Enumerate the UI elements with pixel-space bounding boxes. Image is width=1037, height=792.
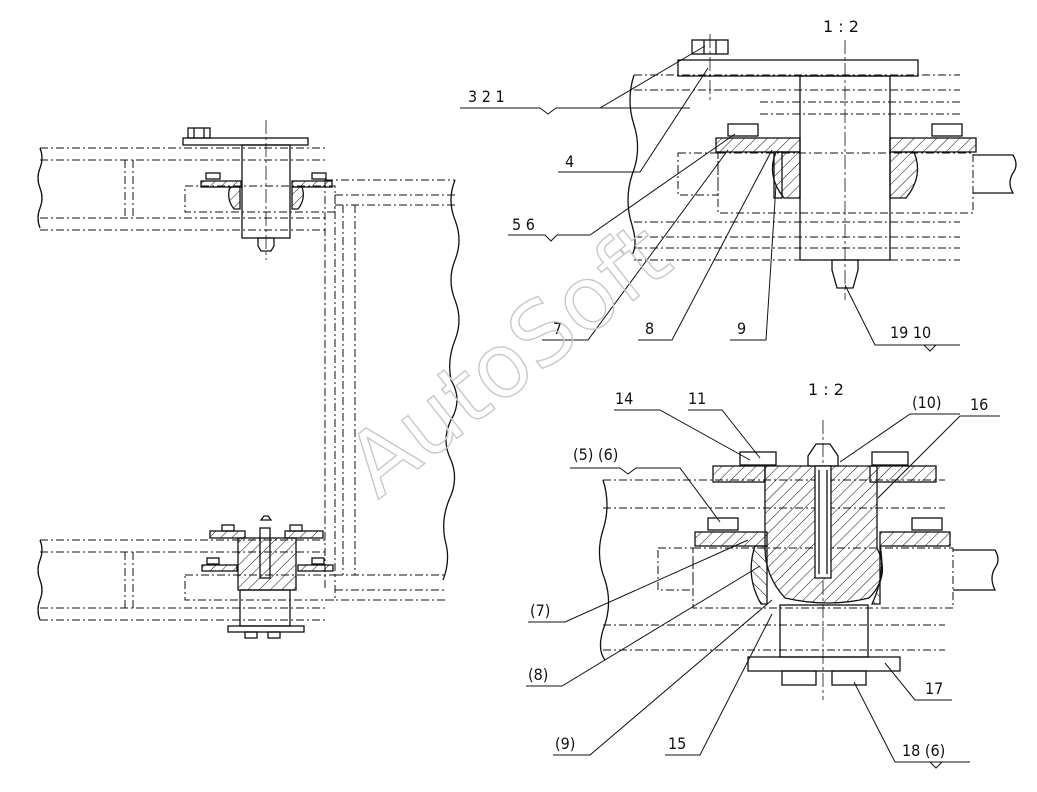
callout-8: 8: [645, 319, 654, 338]
callout-4: 4: [565, 152, 574, 171]
top-leaders: [460, 45, 960, 352]
side-flange-right: [879, 531, 951, 547]
callout-17: 17: [925, 679, 943, 698]
overview-frame: [324, 179, 460, 601]
bushing-section-right: [870, 545, 883, 605]
bushing-left: [771, 151, 801, 199]
flange-left: [715, 137, 801, 153]
overview-upper-pin: [182, 120, 333, 260]
callout-9: 9: [737, 319, 746, 338]
callout-10-ref: (10): [912, 393, 942, 412]
scale-label-top: 1 : 2: [823, 17, 859, 36]
callout-18-6-ref: 18 (6): [902, 741, 945, 760]
detail-view-top: 1 : 2: [460, 17, 1017, 352]
callout-7-ref: (7): [530, 601, 550, 620]
flange-right: [889, 137, 977, 153]
callout-5-6: 5 6: [512, 215, 535, 234]
callout-15: 15: [668, 734, 686, 753]
overview-upper-beam: [37, 147, 336, 231]
lower-sleeve: [779, 604, 869, 658]
callout-14: 14: [615, 389, 633, 408]
clamp-plate-right: [869, 465, 937, 483]
callout-3-2-1: 3 2 1: [468, 87, 505, 106]
scale-label-bottom: 1 : 2: [808, 380, 844, 399]
bushing-right: [889, 151, 919, 199]
callout-5-6-ref: (5) (6): [573, 445, 618, 464]
bushing-section-left: [750, 545, 768, 605]
side-flange-left: [694, 531, 768, 547]
callout-8-ref: (8): [528, 665, 548, 684]
callout-7: 7: [553, 319, 562, 338]
detail-view-bottom: 1 : 2: [526, 380, 1000, 769]
bottom-plate: [747, 656, 901, 672]
overview-lower-pin: [201, 515, 334, 639]
callout-16: 16: [970, 395, 988, 414]
grease-nipple: [831, 259, 859, 289]
overview-drawing: [37, 120, 460, 639]
clamp-plate-left: [712, 465, 766, 483]
top-plate-bolt: [677, 34, 919, 100]
callout-9-ref: (9): [555, 734, 575, 753]
callout-19-10: 19 10: [890, 323, 931, 342]
bottom-leaders: [526, 409, 1000, 769]
callout-11: 11: [688, 389, 706, 408]
